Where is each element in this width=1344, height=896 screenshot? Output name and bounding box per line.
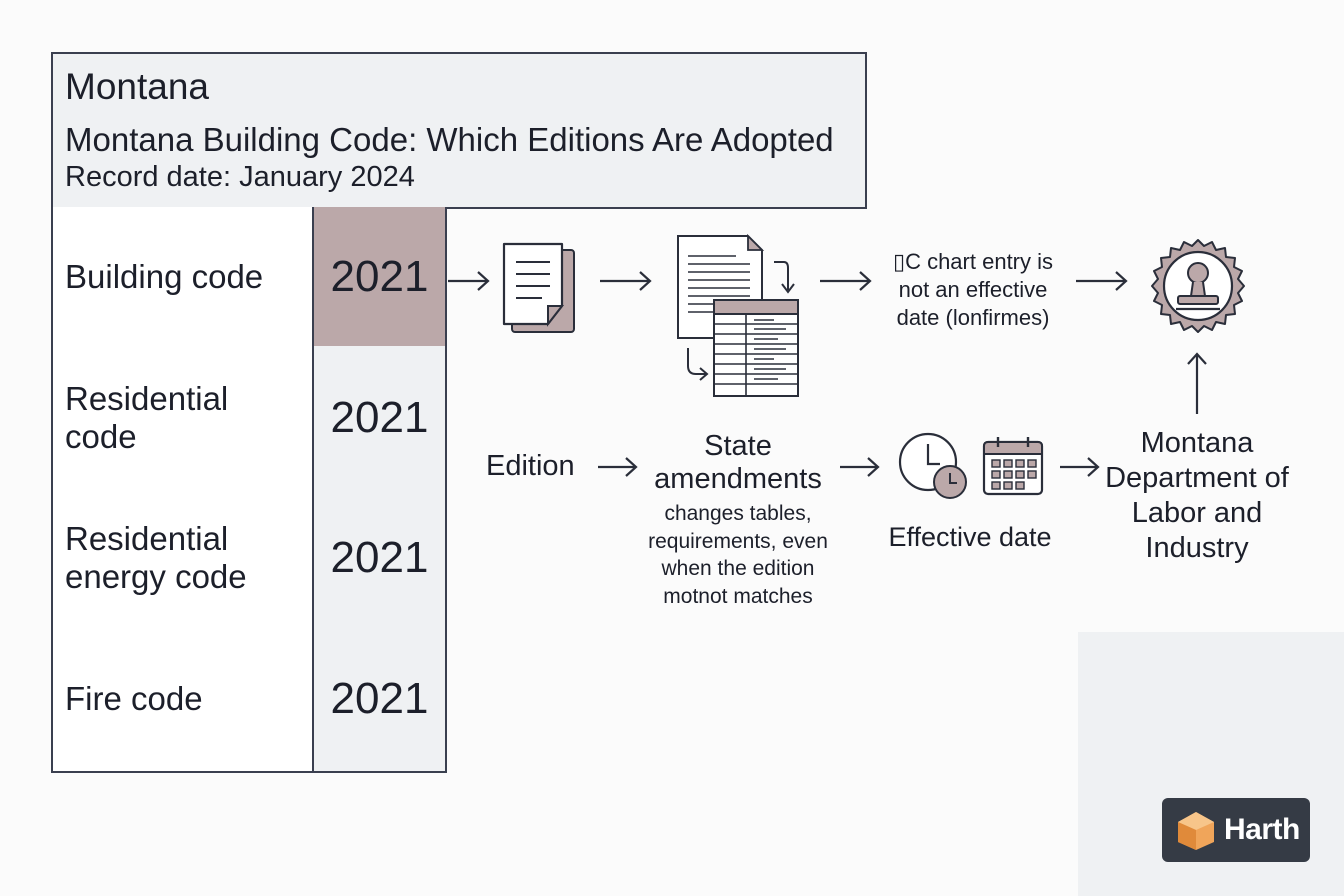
document-table-icon xyxy=(677,233,799,397)
row-fire-code-year: 2021 xyxy=(312,626,447,773)
row-residential-energy-year: 2021 xyxy=(312,490,447,628)
chart-note: ▯C chart entry is not an effective date … xyxy=(892,249,1054,330)
amendments-note: changes tables, requirements, even when … xyxy=(648,502,828,608)
clock-icon xyxy=(898,432,967,499)
harth-logo-mark-icon xyxy=(1178,812,1214,850)
table-title: Montana Building Code: Which Editions Ar… xyxy=(65,121,834,158)
arrow-right-icon xyxy=(600,271,652,291)
arrow-right-icon xyxy=(448,271,490,291)
code-name: Residential energy code xyxy=(65,520,247,595)
row-residential-code-year: 2021 xyxy=(312,346,447,492)
edition-year: 2021 xyxy=(330,251,429,301)
row-fire-code-label: Fire code xyxy=(51,626,314,773)
title-block: Montana Building Code: Which Editions Ar… xyxy=(51,113,867,209)
arrow-right-icon xyxy=(598,457,638,477)
code-name: Residential code xyxy=(65,380,229,455)
code-name: Building code xyxy=(65,257,264,295)
row-residential-energy-label: Residential energy code xyxy=(51,490,314,628)
stamp-seal-icon xyxy=(1151,239,1245,333)
state-amendments-label: State amendments xyxy=(654,430,822,495)
document-icon xyxy=(502,242,575,333)
effective-date-label: Effective date xyxy=(888,522,1052,552)
logo-text: Harth xyxy=(1224,813,1300,846)
arrow-right-icon xyxy=(840,457,880,477)
harth-logo: Harth xyxy=(1162,798,1310,862)
arrow-right-icon xyxy=(820,271,872,291)
record-date: Record date: January 2024 xyxy=(65,161,415,193)
calendar-icon xyxy=(982,437,1044,496)
edition-year: 2021 xyxy=(330,393,429,442)
row-building-code-year: 2021 xyxy=(312,207,447,348)
arrow-right-icon xyxy=(1060,457,1100,477)
row-residential-code-label: Residential code xyxy=(51,346,314,492)
edition-year: 2021 xyxy=(330,533,429,582)
edition-year: 2021 xyxy=(330,673,429,723)
row-building-code-label: Building code xyxy=(51,207,314,348)
department-label: Montana Department of Labor and Industry xyxy=(1105,427,1289,564)
code-name: Fire code xyxy=(65,679,203,717)
arrow-right-icon xyxy=(1076,271,1128,291)
edition-label: Edition xyxy=(486,450,575,482)
state-header: Montana xyxy=(51,52,867,115)
arrow-up-icon xyxy=(1187,352,1207,414)
state-name: Montana xyxy=(65,66,209,107)
